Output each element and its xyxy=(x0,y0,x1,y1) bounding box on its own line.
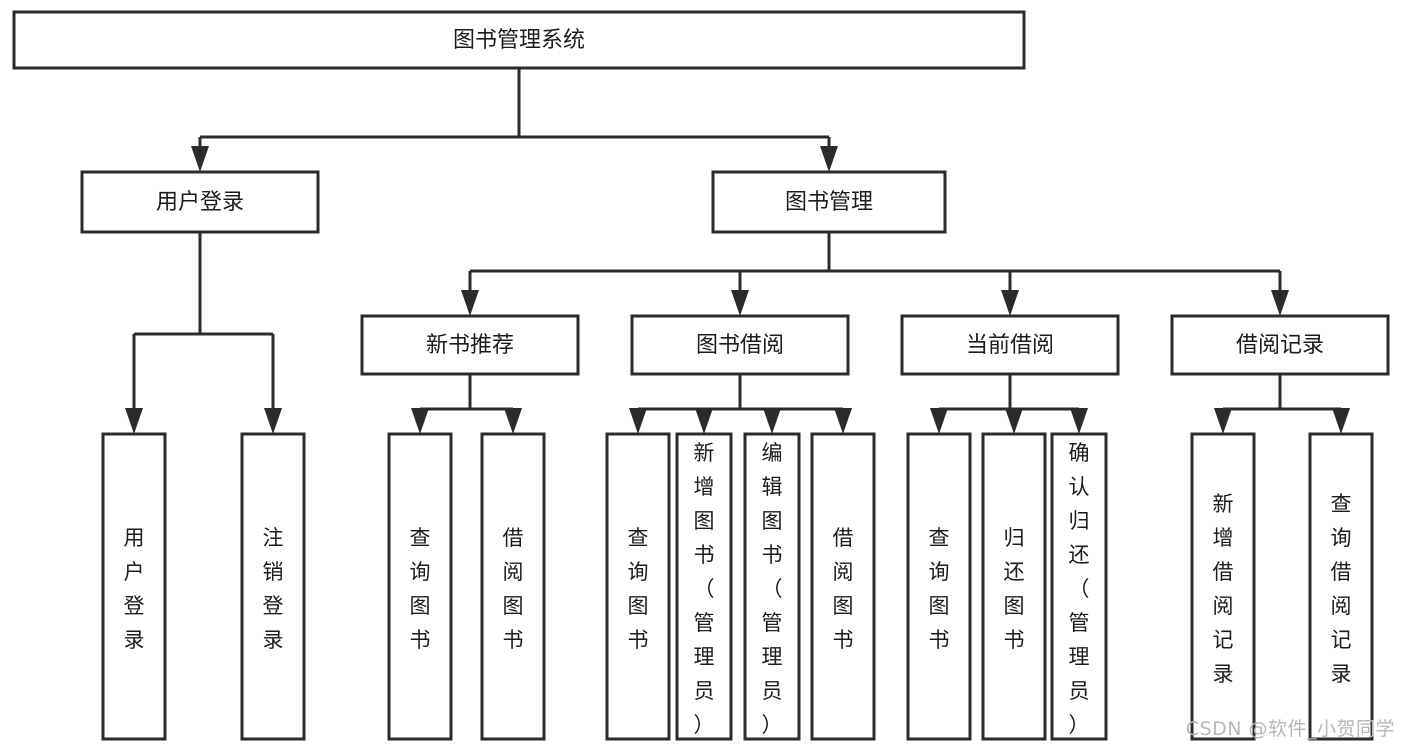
node-book-manage[interactable]: 图书管理 xyxy=(711,170,947,234)
root-to-l2-1-head xyxy=(820,146,838,172)
leaf-label: 用户登录 xyxy=(124,526,145,652)
leaf-box[interactable] xyxy=(981,432,1047,741)
leaf-label: 借阅图书 xyxy=(503,526,524,652)
arrow-leaf-query-book-3-head xyxy=(930,408,948,434)
leaf-label: 新增借阅记录 xyxy=(1213,492,1234,686)
leaf-label: 确认归还（管理员） xyxy=(1069,441,1090,737)
leaf-box[interactable] xyxy=(605,432,671,741)
node-current-borrow[interactable]: 当前借阅 xyxy=(900,314,1120,376)
arrow-leaf-logout-head xyxy=(264,408,282,434)
leaf-label: 注销登录 xyxy=(263,526,284,652)
arrow-leaf-borrow-book-2-head xyxy=(834,408,852,434)
arrow-leaf-query-record-head xyxy=(1332,408,1350,434)
arrow-leaf-add-record-head xyxy=(1214,408,1232,434)
leaf-box[interactable] xyxy=(675,432,733,741)
arrow-leaf-add-book-head xyxy=(695,408,713,434)
boxes-layer: 图书管理系统用户登录图书管理新书推荐图书借阅当前借阅借阅记录用户登录注销登录查询… xyxy=(12,10,1390,741)
leaf-box[interactable] xyxy=(1190,432,1256,741)
leaf-leaf-borrow-book-1[interactable]: 借阅图书 xyxy=(480,432,546,741)
leaf-leaf-query-book-2[interactable]: 查询图书 xyxy=(605,432,671,741)
leaf-box[interactable] xyxy=(1050,432,1108,741)
root-to-l2-0-head xyxy=(191,146,209,172)
leaf-leaf-borrow-book-2[interactable]: 借阅图书 xyxy=(810,432,876,741)
leaf-label: 查询借阅记录 xyxy=(1331,492,1352,686)
node-label: 借阅记录 xyxy=(1236,333,1324,358)
leaf-leaf-query-book-1[interactable]: 查询图书 xyxy=(387,432,453,741)
node-label: 图书管理 xyxy=(785,190,873,215)
leaf-leaf-query-record[interactable]: 查询借阅记录 xyxy=(1308,432,1374,741)
leaf-box[interactable] xyxy=(743,432,801,741)
node-book-borrow[interactable]: 图书借阅 xyxy=(630,314,850,376)
node-borrow-record[interactable]: 借阅记录 xyxy=(1170,314,1390,376)
node-new-book-recommend[interactable]: 新书推荐 xyxy=(360,314,580,376)
node-label: 图书借阅 xyxy=(696,333,784,358)
leaf-label: 借阅图书 xyxy=(833,526,854,652)
node-box[interactable] xyxy=(900,314,1120,376)
leaf-box[interactable] xyxy=(480,432,546,741)
leaf-leaf-add-book[interactable]: 新增图书（管理员） xyxy=(675,432,733,741)
arrow-leaf-user-login-head xyxy=(125,408,143,434)
bookmanage-to-l3-1-head xyxy=(731,290,749,316)
node-label: 图书管理系统 xyxy=(453,28,585,53)
arrow-leaf-edit-book-head xyxy=(763,408,781,434)
node-box[interactable] xyxy=(360,314,580,376)
leaf-box[interactable] xyxy=(906,432,972,741)
leaf-leaf-confirm-return[interactable]: 确认归还（管理员） xyxy=(1050,432,1108,741)
leaf-leaf-edit-book[interactable]: 编辑图书（管理员） xyxy=(743,432,801,741)
arrow-leaf-borrow-book-1-head xyxy=(504,408,522,434)
node-box[interactable] xyxy=(80,170,320,234)
leaf-label: 查询图书 xyxy=(929,526,950,652)
node-label: 新书推荐 xyxy=(426,333,514,358)
bookmanage-to-l3-3-head xyxy=(1271,290,1289,316)
node-box[interactable] xyxy=(711,170,947,234)
arrow-leaf-query-book-2-head xyxy=(629,408,647,434)
arrow-leaf-confirm-return-head xyxy=(1070,408,1088,434)
leaf-label: 查询图书 xyxy=(628,526,649,652)
node-root[interactable]: 图书管理系统 xyxy=(12,10,1026,70)
leaf-label: 编辑图书（管理员） xyxy=(762,441,783,737)
node-box[interactable] xyxy=(1170,314,1390,376)
leaf-box[interactable] xyxy=(387,432,453,741)
node-box[interactable] xyxy=(630,314,850,376)
connectors-layer xyxy=(125,68,1350,434)
leaf-leaf-user-login[interactable]: 用户登录 xyxy=(101,432,167,741)
leaf-leaf-query-book-3[interactable]: 查询图书 xyxy=(906,432,972,741)
leaf-leaf-add-record[interactable]: 新增借阅记录 xyxy=(1190,432,1256,741)
leaf-label: 归还图书 xyxy=(1004,526,1025,652)
leaf-label: 查询图书 xyxy=(410,526,431,652)
leaf-box[interactable] xyxy=(101,432,167,741)
leaf-label: 新增图书（管理员） xyxy=(694,441,715,737)
node-user-login[interactable]: 用户登录 xyxy=(80,170,320,234)
leaf-box[interactable] xyxy=(1308,432,1374,741)
leaf-leaf-logout[interactable]: 注销登录 xyxy=(240,432,306,741)
arrow-leaf-return-book-head xyxy=(1005,408,1023,434)
leaf-box[interactable] xyxy=(240,432,306,741)
node-label: 用户登录 xyxy=(156,190,244,215)
leaf-box[interactable] xyxy=(810,432,876,741)
node-label: 当前借阅 xyxy=(966,333,1054,358)
leaf-leaf-return-book[interactable]: 归还图书 xyxy=(981,432,1047,741)
arrow-leaf-query-book-1-head xyxy=(411,408,429,434)
bookmanage-to-l3-0-head xyxy=(461,290,479,316)
bookmanage-to-l3-2-head xyxy=(1001,290,1019,316)
node-box[interactable] xyxy=(12,10,1026,70)
